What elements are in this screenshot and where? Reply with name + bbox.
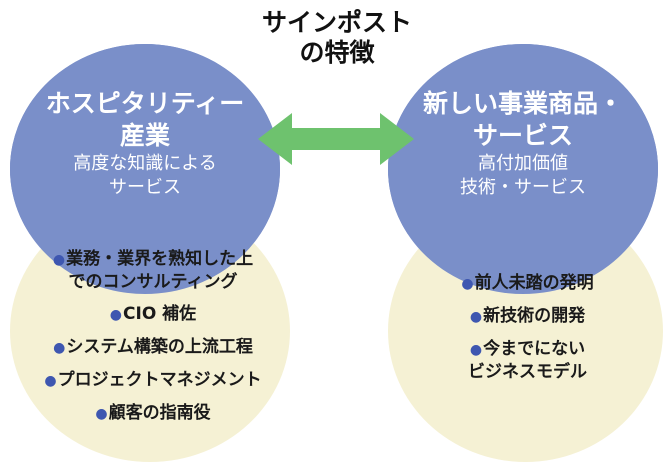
bullet-icon: ●	[44, 373, 57, 389]
right-header-cap	[388, 44, 658, 234]
left-heading-line-1: ホスピタリティー	[45, 89, 245, 118]
right-heading-line-2: サービス	[472, 121, 573, 150]
bullet-icon: ●	[461, 276, 474, 292]
list-item-text-cont: でのコンサルティング	[68, 272, 238, 292]
right-item-list: ●前人未踏の発明 ●新技術の開発 ●今までにない ビジネスモデル	[420, 272, 635, 393]
list-item-text-cont: ビジネスモデル	[468, 362, 587, 382]
list-item-text: プロジェクトマネジメント	[57, 370, 262, 390]
list-item: ●システム構築の上流工程	[28, 336, 278, 359]
left-header-cap	[10, 44, 280, 234]
list-item: ●顧客の指南役	[28, 402, 278, 425]
left-sub-line-1: 高度な知識による	[73, 153, 217, 174]
list-item: ●CIO 補佐	[28, 303, 278, 326]
list-item-text: 新技術の開発	[483, 306, 586, 326]
list-item-text: 前人未踏の発明	[474, 273, 594, 293]
bullet-icon: ●	[469, 342, 483, 358]
title-line-2: の特徴	[299, 38, 375, 67]
list-item-text: CIO 補佐	[123, 304, 197, 324]
bullet-icon: ●	[109, 307, 123, 323]
list-item-text: 今までにない	[483, 339, 586, 359]
right-heading-line-1: 新しい事業商品・	[422, 89, 623, 118]
left-heading-line-2: 産業	[119, 121, 170, 150]
bullet-icon: ●	[95, 406, 108, 422]
diagram-title: サインポスト の特徴	[232, 8, 442, 68]
bullet-icon: ●	[52, 252, 66, 268]
list-item: ●新技術の開発	[420, 305, 635, 328]
list-item-text: システム構築の上流工程	[66, 337, 253, 357]
bullet-icon: ●	[53, 340, 66, 356]
list-item: ●今までにない ビジネスモデル	[420, 338, 635, 383]
double-arrow-icon	[258, 113, 414, 165]
list-item-text: 業務・業界を熟知した上	[66, 249, 254, 269]
left-header-text: ホスピタリティー 産業 高度な知識による サービス	[30, 88, 260, 200]
title-line-1: サインポスト	[261, 8, 412, 37]
left-item-list: ●業務・業界を熟知した上 でのコンサルティング ●CIO 補佐 ●システム構築の…	[28, 248, 278, 435]
left-sub-line-2: サービス	[109, 177, 181, 198]
list-item-text: 顧客の指南役	[108, 403, 211, 423]
list-item: ●前人未踏の発明	[420, 272, 635, 295]
right-header-text: 新しい事業商品・ サービス 高付加価値 技術・サービス	[398, 88, 648, 200]
right-sub-line-2: 技術・サービス	[460, 177, 586, 198]
right-sub-line-1: 高付加価値	[478, 153, 568, 174]
bullet-icon: ●	[469, 309, 483, 325]
list-item: ●業務・業界を熟知した上 でのコンサルティング	[28, 248, 278, 293]
list-item: ●プロジェクトマネジメント	[28, 369, 278, 392]
